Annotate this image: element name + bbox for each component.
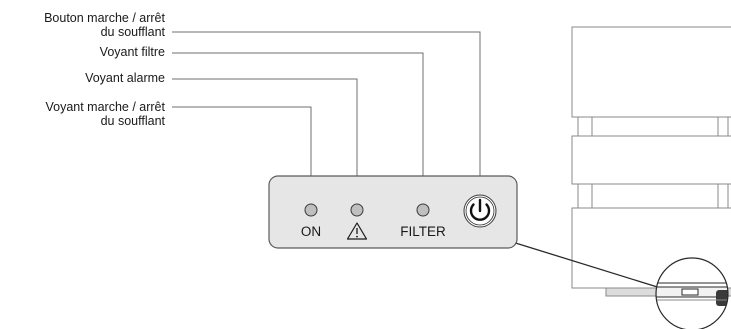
alarm-led [350, 203, 364, 217]
leader-blower-button [172, 31, 481, 194]
unit-top-section [571, 26, 731, 118]
callout-blower-led: Voyant marche / arrêt du soufflant [45, 100, 165, 128]
on-led [304, 203, 318, 217]
callout-alarm-led-line1: Voyant alarme [85, 71, 165, 85]
callout-blower-led-line2: du soufflant [100, 114, 165, 128]
callout-filter-led: Voyant filtre [100, 45, 165, 59]
control-panel: ON FILTER [268, 175, 518, 249]
power-button[interactable] [463, 194, 497, 228]
power-icon [469, 198, 491, 221]
filter-led [416, 203, 430, 217]
callout-blower-led-line1: Voyant marche / arrêt [45, 100, 165, 114]
panel-body [268, 175, 518, 249]
leader-filter-led [172, 52, 424, 204]
leader-blower-led [172, 106, 312, 204]
leader-alarm-led [172, 78, 358, 204]
on-label: ON [301, 224, 321, 239]
leader-lines [172, 31, 481, 204]
callout-blower-button-line2: du soufflant [100, 25, 165, 39]
callout-alarm-led: Voyant alarme [85, 71, 165, 85]
callout-blower-button-line1: Bouton marche / arrêt [44, 11, 165, 25]
filter-label: FILTER [400, 224, 446, 239]
unit-middle-section [571, 135, 731, 185]
callout-filter-led-line1: Voyant filtre [99, 45, 165, 59]
callout-blower-button: Bouton marche / arrêt du soufflant [44, 11, 165, 39]
unit-side-view [571, 26, 731, 289]
zoom-pointer-line [492, 235, 668, 291]
warning-triangle-icon [346, 222, 368, 240]
